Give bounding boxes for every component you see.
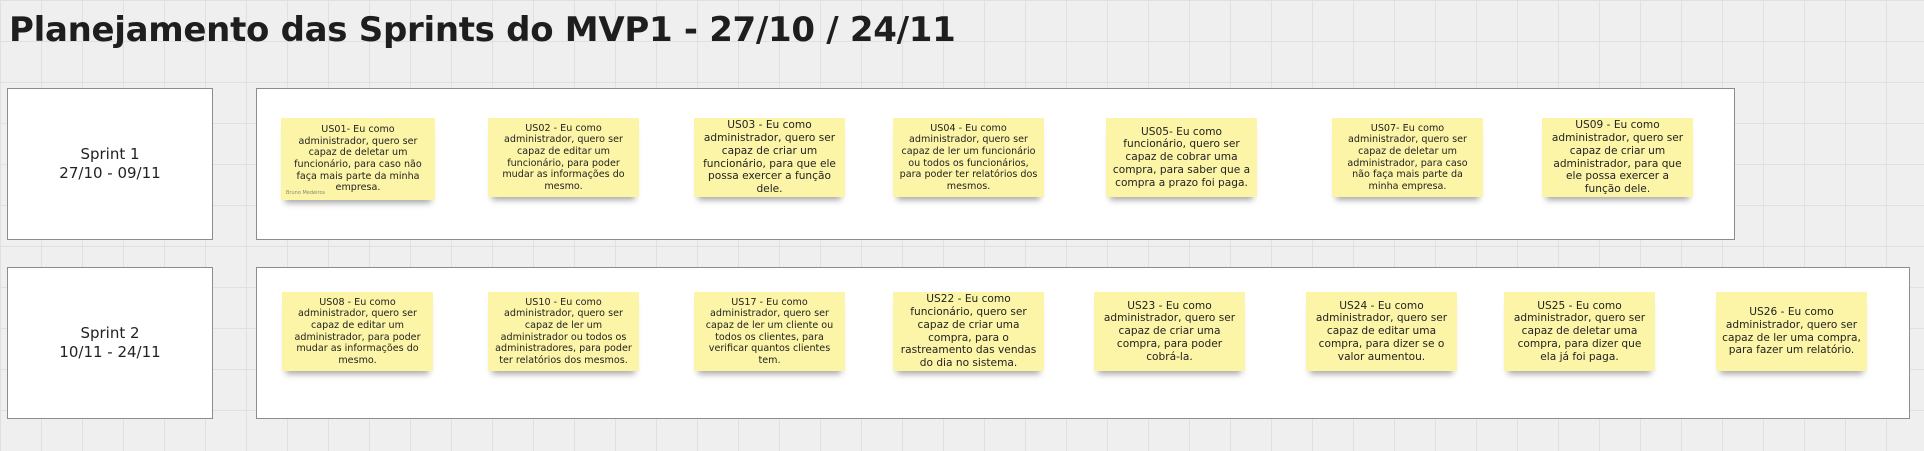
- sticky-note-text: US25 - Eu como administrador, quero ser …: [1513, 299, 1646, 363]
- sticky-note-us08[interactable]: US08 - Eu como administrador, quero ser …: [282, 292, 433, 371]
- sticky-note-us05[interactable]: US05- Eu como funcionário, quero ser cap…: [1106, 118, 1257, 197]
- sticky-note-text: US26 - Eu como administrador, quero ser …: [1722, 305, 1861, 357]
- sticky-note-us23[interactable]: US23 - Eu como administrador, quero ser …: [1094, 292, 1245, 371]
- sticky-note-us09[interactable]: US09 - Eu como administrador, quero ser …: [1542, 118, 1693, 197]
- sticky-note-us03[interactable]: US03 - Eu como administrador, quero ser …: [694, 118, 845, 197]
- sticky-note-us22[interactable]: US22 - Eu como funcionário, quero ser ca…: [893, 292, 1044, 371]
- sticky-note-text: US09 - Eu como administrador, quero ser …: [1551, 119, 1684, 196]
- sprint-1-label-card[interactable]: Sprint 1 27/10 - 09/11: [7, 88, 213, 240]
- sticky-note-us25[interactable]: US25 - Eu como administrador, quero ser …: [1504, 292, 1655, 371]
- sprint-2-dates: 10/11 - 24/11: [59, 343, 161, 361]
- sticky-note-text: US05- Eu como funcionário, quero ser cap…: [1112, 125, 1251, 189]
- sticky-note-text: US04 - Eu como administrador, quero ser …: [899, 122, 1038, 192]
- sticky-note-text: US03 - Eu como administrador, quero ser …: [703, 119, 836, 196]
- sticky-note-us01[interactable]: US01- Eu como administrador, quero ser c…: [281, 118, 435, 200]
- sticky-note-text: US08 - Eu como administrador, quero ser …: [294, 296, 421, 366]
- sticky-note-us10[interactable]: US10 - Eu como administrador, quero ser …: [488, 292, 639, 371]
- sticky-note-text: US02 - Eu como administrador, quero ser …: [502, 122, 625, 192]
- sticky-note-us24[interactable]: US24 - Eu como administrador, quero ser …: [1306, 292, 1457, 371]
- sprint-2-label-card[interactable]: Sprint 2 10/11 - 24/11: [7, 267, 213, 419]
- sticky-note-text: US23 - Eu como administrador, quero ser …: [1103, 299, 1236, 363]
- sticky-note-us02[interactable]: US02 - Eu como administrador, quero ser …: [488, 118, 639, 197]
- sticky-note-text: US01- Eu como administrador, quero ser c…: [294, 124, 422, 194]
- sticky-note-author: Bruno Medeiros: [286, 190, 326, 196]
- sprint-2-name: Sprint 2: [80, 324, 140, 342]
- board-title: Planejamento das Sprints do MVP1 - 27/10…: [9, 10, 956, 50]
- sticky-note-text: US07- Eu como administrador, quero ser c…: [1347, 122, 1468, 192]
- sticky-note-text: US24 - Eu como administrador, quero ser …: [1315, 299, 1448, 363]
- sprint-1-dates: 27/10 - 09/11: [59, 164, 161, 182]
- sticky-note-us04[interactable]: US04 - Eu como administrador, quero ser …: [893, 118, 1044, 197]
- sticky-note-us26[interactable]: US26 - Eu como administrador, quero ser …: [1716, 292, 1867, 371]
- sticky-note-us17[interactable]: US17 - Eu como administrador, quero ser …: [694, 292, 845, 371]
- sticky-note-us07[interactable]: US07- Eu como administrador, quero ser c…: [1332, 118, 1483, 197]
- sticky-note-text: US22 - Eu como funcionário, quero ser ca…: [900, 293, 1037, 370]
- sticky-note-text: US17 - Eu como administrador, quero ser …: [705, 296, 834, 366]
- sticky-note-text: US10 - Eu como administrador, quero ser …: [495, 296, 632, 366]
- sprint-1-name: Sprint 1: [80, 145, 140, 163]
